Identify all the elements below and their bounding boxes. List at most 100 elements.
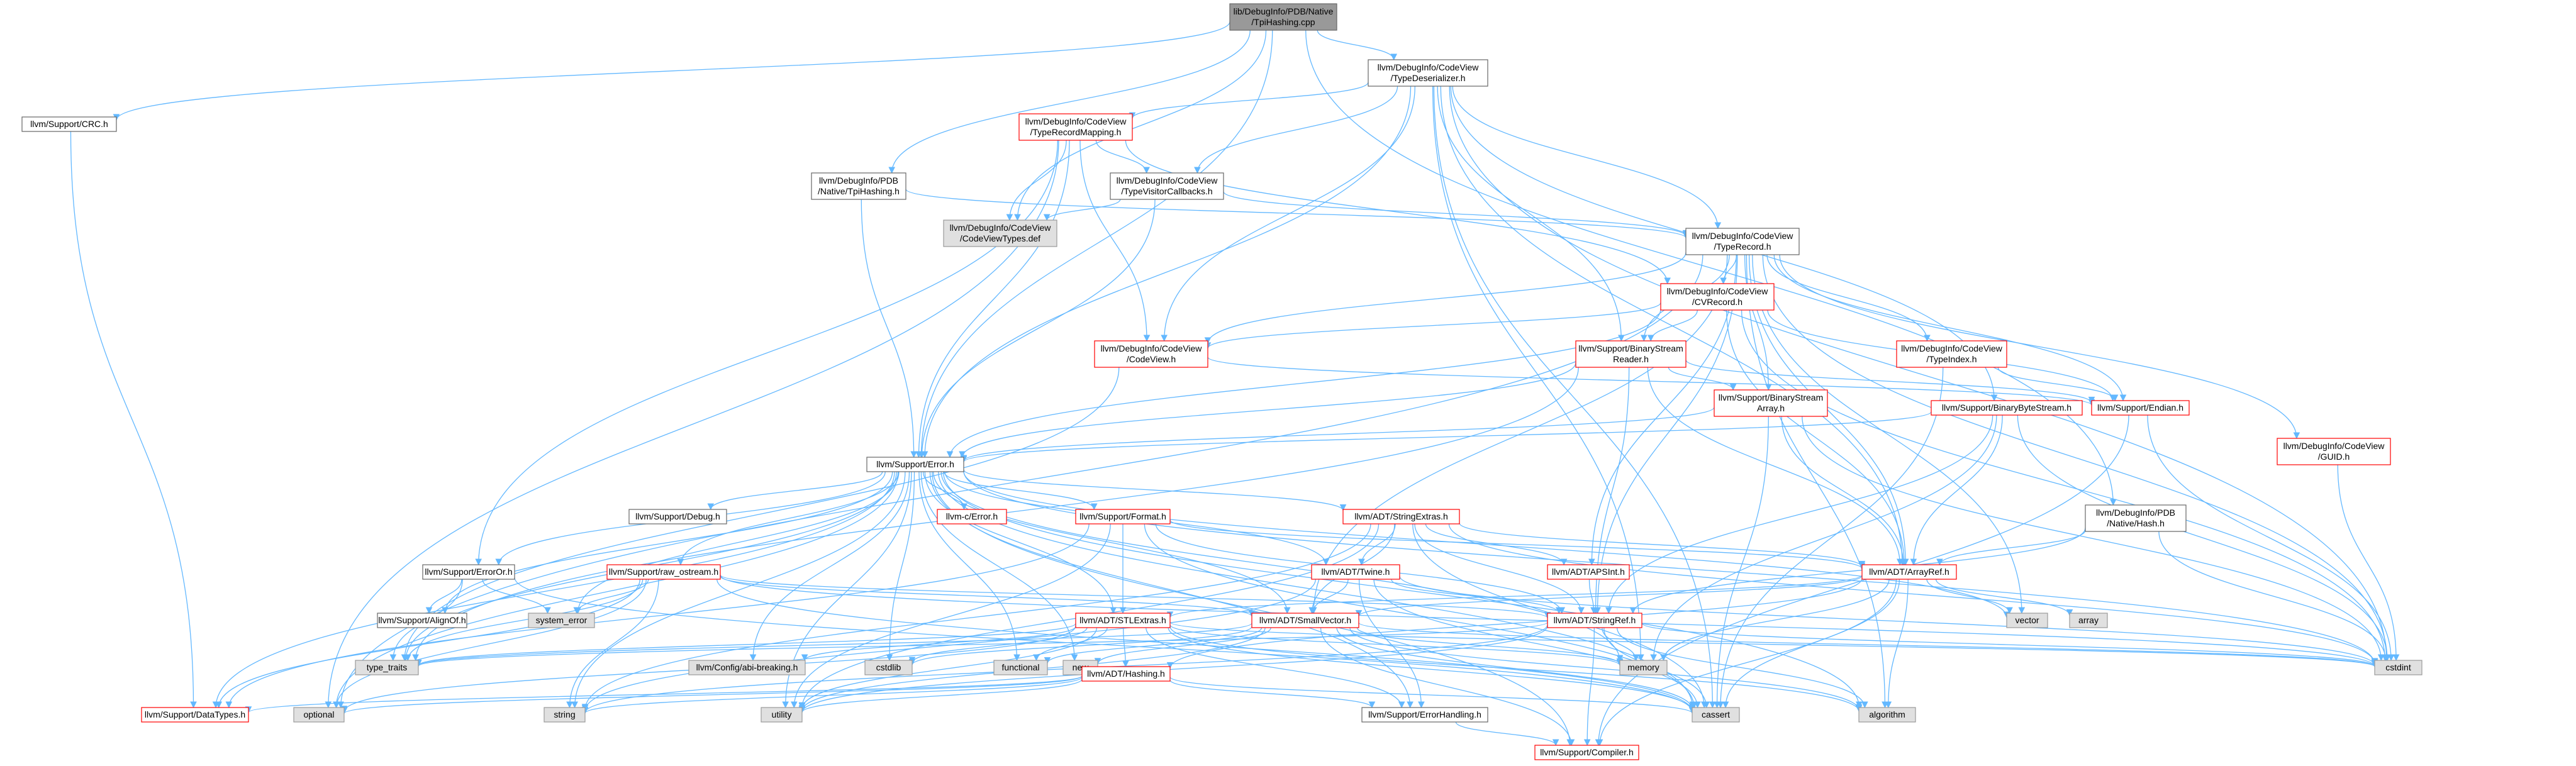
node-box <box>628 509 727 525</box>
node-array[interactable]: array <box>2069 613 2108 628</box>
node-datatypes[interactable]: llvm/Support/DataTypes.h <box>141 707 249 723</box>
node-cstdlib[interactable]: cstdlib <box>864 660 913 675</box>
node-codeview[interactable]: llvm/DebugInfo/CodeView/CodeView.h <box>1094 340 1208 368</box>
node-box <box>1368 59 1488 87</box>
node-box <box>606 564 721 580</box>
node-cvtypesdef[interactable]: llvm/DebugInfo/CodeView/CodeViewTypes.de… <box>943 219 1057 247</box>
node-box <box>1081 666 1171 682</box>
node-stlextras[interactable]: llvm/ADT/STLExtras.h <box>1075 613 1171 628</box>
edge-root-to-typedeser <box>1317 30 1398 61</box>
node-utility[interactable]: utility <box>761 707 803 723</box>
node-stringref[interactable]: llvm/ADT/StringRef.h <box>1547 613 1642 628</box>
node-endian[interactable]: llvm/Support/Endian.h <box>2091 400 2190 416</box>
edge-typedeser-to-memory <box>1432 86 1644 662</box>
node-cassert[interactable]: cassert <box>1692 707 1740 723</box>
node-memory[interactable]: memory <box>1619 660 1668 675</box>
node-label: cstdint <box>2385 662 2411 672</box>
node-nativehash[interactable]: llvm/DebugInfo/PDB/Native/Hash.h <box>2085 504 2187 532</box>
node-aligno[interactable]: llvm/Support/AlignOf.h <box>377 613 467 628</box>
node-label: array <box>2078 615 2099 625</box>
node-stringextras[interactable]: llvm/ADT/StringExtras.h <box>1342 509 1460 525</box>
graph-edges <box>70 21 2400 747</box>
node-bbytestream[interactable]: llvm/Support/BinaryByteStream.h <box>1931 400 2083 416</box>
node-error[interactable]: llvm/Support/Error.h <box>866 457 964 472</box>
node-smallvector[interactable]: llvm/ADT/SmallVector.h <box>1251 613 1359 628</box>
node-root[interactable]: lib/DebugInfo/PDB/Native/TpiHashing.cpp <box>1229 3 1337 31</box>
edge-arrayref-to-array <box>1935 579 2073 616</box>
node-cerror[interactable]: llvm-c/Error.h <box>937 509 1007 525</box>
node-compiler[interactable]: llvm/Support/Compiler.h <box>1534 745 1639 760</box>
node-algorithm[interactable]: algorithm <box>1858 707 1916 723</box>
node-typerecmap[interactable]: llvm/DebugInfo/CodeView/TypeRecordMappin… <box>1018 113 1133 141</box>
edge-arrayref-to-compiler <box>1596 579 1897 747</box>
edge-typeindex-to-endian <box>1997 367 2119 402</box>
node-typeindex[interactable]: llvm/DebugInfo/CodeView/TypeIndex.h <box>1896 340 2007 368</box>
edge-smallvector-to-compiler <box>1320 627 1575 747</box>
node-label: llvm/ADT/STLExtras.h <box>1079 615 1166 625</box>
node-label: llvm/Support/DataTypes.h <box>145 709 245 719</box>
node-typevisitor[interactable]: llvm/DebugInfo/CodeView/TypeVisitorCallb… <box>1110 172 1224 200</box>
edge-arrayref-to-memory <box>1660 579 1890 662</box>
node-box <box>528 613 595 628</box>
node-label: llvm/ADT/Hashing.h <box>1087 669 1165 679</box>
node-label: llvm/Support/BinaryByteStream.h <box>1942 402 2071 413</box>
node-twine[interactable]: llvm/ADT/Twine.h <box>1311 564 1400 580</box>
node-format[interactable]: llvm/Support/Format.h <box>1075 509 1171 525</box>
edge-erroror-to-aligno <box>425 579 462 614</box>
node-crc[interactable]: llvm/Support/CRC.h <box>21 116 117 132</box>
node-errorhandling[interactable]: llvm/Support/ErrorHandling.h <box>1361 707 1488 723</box>
node-rawostream[interactable]: llvm/Support/raw_ostream.h <box>606 564 721 580</box>
node-box <box>866 457 964 472</box>
node-string[interactable]: string <box>544 707 586 723</box>
edge-erroror-to-syserror <box>482 579 551 614</box>
node-box <box>355 660 419 675</box>
node-cvrecord[interactable]: llvm/DebugInfo/CodeView/CVRecord.h <box>1660 283 1775 311</box>
node-apsint[interactable]: llvm/ADT/APSInt.h <box>1547 564 1630 580</box>
node-label: llvm/DebugInfo/CodeView <box>1101 343 1203 353</box>
node-optional[interactable]: optional <box>293 707 345 723</box>
node-box <box>2006 613 2048 628</box>
node-label: /TypeRecord.h <box>1714 241 1771 252</box>
node-cstdint[interactable]: cstdint <box>2374 660 2423 675</box>
node-label: llvm/DebugInfo/CodeView <box>1901 343 2003 353</box>
edge-typedeser-to-typerecord <box>1452 86 1722 230</box>
node-erroror[interactable]: llvm/Support/ErrorOr.h <box>422 564 515 580</box>
node-label: cstdlib <box>876 662 901 672</box>
node-box <box>1094 340 1208 368</box>
node-label: llvm/Support/AlignOf.h <box>378 615 466 625</box>
node-label: /CVRecord.h <box>1692 297 1742 307</box>
node-debug[interactable]: llvm/Support/Debug.h <box>628 509 727 525</box>
node-box <box>1342 509 1460 525</box>
node-box <box>1547 613 1642 628</box>
edge-stringref-to-memory <box>1602 627 1639 662</box>
node-typetraits[interactable]: type_traits <box>355 660 419 675</box>
edge-bbytestream-to-arrayref <box>1910 414 2003 566</box>
node-functional[interactable]: functional <box>993 660 1048 675</box>
edge-bsreader-to-error <box>959 362 1576 458</box>
node-typerecord[interactable]: llvm/DebugInfo/CodeView/TypeRecord.h <box>1685 228 1800 255</box>
edge-stlextras-to-cassert <box>1168 627 1696 712</box>
node-syserror[interactable]: system_error <box>528 613 595 628</box>
node-cfgbreak[interactable]: llvm/Config/abi-breaking.h <box>688 660 806 675</box>
node-label: llvm/Support/raw_ostream.h <box>609 567 718 577</box>
node-label: type_traits <box>367 662 408 672</box>
edge-rawostream-to-datatypes <box>215 579 640 709</box>
node-hashing[interactable]: llvm/ADT/Hashing.h <box>1081 666 1171 682</box>
edge-root-to-crc <box>113 21 1230 121</box>
edge-error-to-string <box>571 471 906 709</box>
node-label: llvm/DebugInfo/CodeView <box>1692 231 1794 241</box>
node-vector[interactable]: vector <box>2006 613 2048 628</box>
edge-rawostream-to-optional <box>333 579 647 709</box>
edge-typerecord-to-cvrecord <box>1720 254 1737 285</box>
node-arrayref[interactable]: llvm/ADT/ArrayRef.h <box>1861 564 1957 580</box>
edge-typerecmap-to-erroror <box>475 140 1059 566</box>
node-box <box>1229 3 1337 31</box>
node-typedeser[interactable]: llvm/DebugInfo/CodeView/TypeDeserializer… <box>1368 59 1488 87</box>
node-tpihashing[interactable]: llvm/DebugInfo/PDB/Native/TpiHashing.h <box>811 172 906 200</box>
edge-bsarray-to-error <box>960 406 1715 462</box>
node-box <box>21 116 117 132</box>
node-label: llvm/Support/CRC.h <box>30 119 108 129</box>
node-guid[interactable]: llvm/DebugInfo/CodeView/GUID.h <box>2277 438 2391 465</box>
